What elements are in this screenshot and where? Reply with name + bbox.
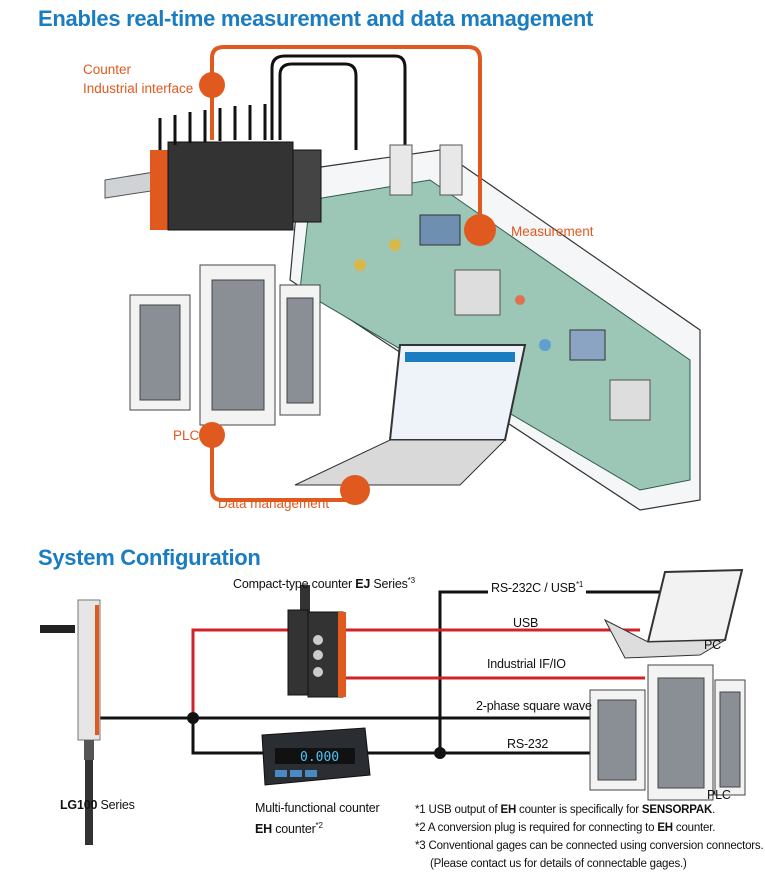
server-rack-illustration xyxy=(129,264,321,426)
gauge-sensor-illustration xyxy=(439,144,463,196)
data-management-node xyxy=(340,475,370,505)
plc-config-label: PLC xyxy=(707,788,731,802)
connection-label-industrial-if: Industrial IF/IO xyxy=(487,657,566,671)
pcb-board-illustration xyxy=(289,149,701,511)
connection-label-2-phase: 2-phase square wave xyxy=(476,699,592,713)
eh-display-readout: 0.000 xyxy=(300,750,339,765)
pc-label: PC xyxy=(704,638,721,652)
laptop-illustration xyxy=(294,344,527,486)
plc-server-illustration xyxy=(589,664,746,801)
eh-counter-illustration: 0.000 xyxy=(261,727,371,786)
plc-node xyxy=(199,422,225,448)
section-title-realtime: Enables real-time measurement and data m… xyxy=(38,6,594,31)
lg100-gauge-illustration xyxy=(40,599,101,845)
lg100-label: LG100 Series xyxy=(60,798,135,812)
connection-label-rs232c-usb: RS-232C / USB*1 xyxy=(488,580,587,596)
ej-counter-label: Compact-type counter EJ Series*3 xyxy=(233,576,415,592)
pc-laptop-illustration xyxy=(603,568,744,659)
junction-dot xyxy=(434,747,446,759)
ej-counter-illustration xyxy=(287,585,346,698)
footnote-3: *3 Conventional gages can be connected u… xyxy=(415,840,764,852)
counter-modules-illustration xyxy=(104,103,322,231)
connection-label-usb: USB xyxy=(513,616,539,630)
footnote-1: *1 USB output of EH counter is specifica… xyxy=(415,804,716,816)
gauge-sensor-illustration xyxy=(389,144,413,196)
plc-label: PLC xyxy=(173,428,200,443)
section-title-config: System Configuration xyxy=(38,545,261,570)
measurement-label: Measurement xyxy=(511,224,594,239)
footnote-3-continued: (Please contact us for details of connec… xyxy=(430,858,687,870)
connection-label-rs232: RS-232 xyxy=(507,737,549,751)
junction-dot xyxy=(187,712,199,724)
config-lines xyxy=(100,590,660,755)
measurement-node xyxy=(464,214,496,246)
data-management-label: Data management xyxy=(218,496,330,511)
counter-node xyxy=(199,72,225,98)
footnote-2: *2 A conversion plug is required for con… xyxy=(415,822,716,834)
